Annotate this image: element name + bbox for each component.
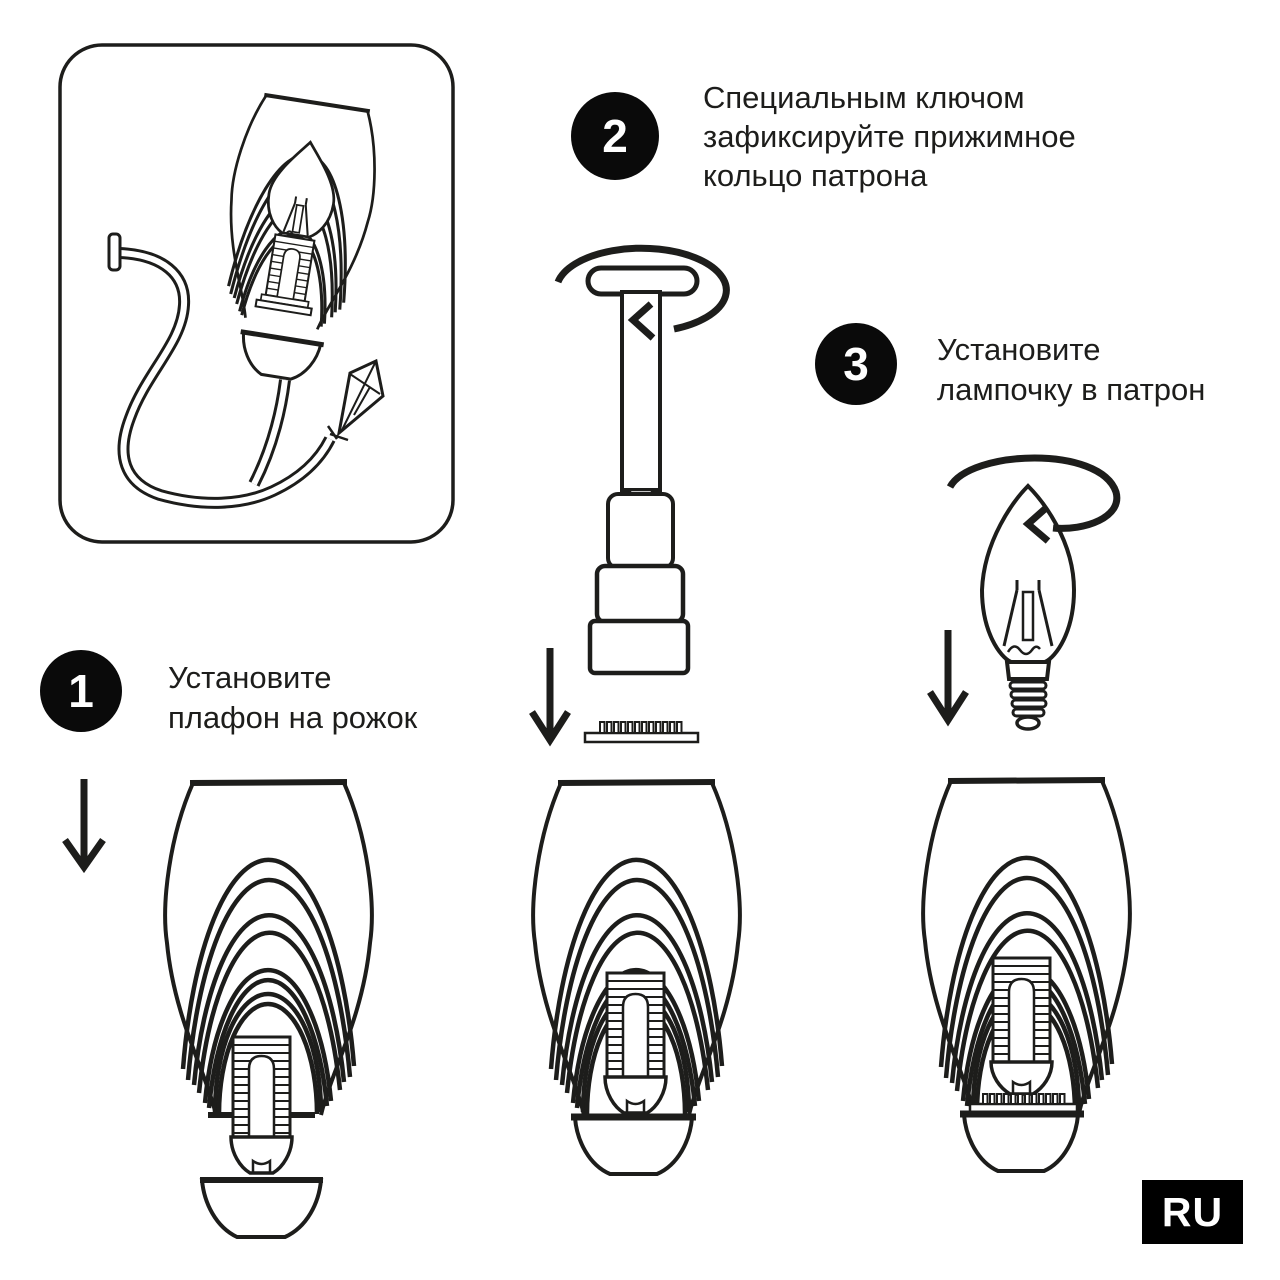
bulb-in-shade [266,140,336,239]
shade-step3-figure [921,777,1132,1173]
shade-outline [531,779,742,1116]
figure-frame [58,43,455,544]
step-2-text: Специальным ключом зафиксируйте прижимно… [703,80,1076,193]
socket-wrench-figure [529,244,730,747]
rotate-arrow-icon [946,454,1121,544]
lamp-arm [107,232,336,509]
step-1-text: Установите плафон на рожок [168,660,418,735]
crystal-pendant [326,358,385,442]
step-1-badge: 1 [40,650,122,732]
step-1-number: 1 [68,665,94,717]
clamp-ring [583,721,700,744]
bulb-base [1004,660,1052,731]
assembled-lamp-figure [58,43,455,544]
clamp-ring [968,1093,1079,1114]
candle-bulb [979,483,1077,731]
shade-ribs [180,857,357,1115]
cup-holder [199,1177,324,1239]
shade-ribs [548,857,725,1115]
down-arrow-icon [62,779,106,874]
bulb-filament [1002,580,1054,656]
down-arrow-icon [927,630,969,727]
language-badge-label: RU [1161,1188,1224,1235]
step-3-number: 3 [843,338,869,390]
cup-holder [960,1110,1084,1173]
step-3-text: Установите лампочку в патрон [937,332,1206,407]
shade-step1-figure [163,779,374,1239]
language-badge: RU [1142,1180,1243,1244]
shade-outline [921,777,1132,1114]
shade-cup [240,329,325,381]
shade-ribs [938,855,1115,1113]
step-2-number: 2 [602,110,628,162]
rotate-arrow-icon [554,244,730,341]
step-2-badge: 2 [571,92,659,180]
shade-with-bulb [227,92,376,330]
cup-holder [571,1113,696,1176]
shade-step2-figure [531,779,742,1176]
threaded-socket [603,971,668,1115]
bulb-figure [927,454,1121,731]
wall-end-cap [107,232,122,272]
shade-outline [163,779,374,1116]
socket-in-shade [254,233,316,317]
threaded-socket [989,956,1054,1096]
socket-key [585,265,700,676]
down-arrow-icon [529,648,571,747]
step-3-badge: 3 [815,323,897,405]
threaded-socket [229,1035,294,1175]
